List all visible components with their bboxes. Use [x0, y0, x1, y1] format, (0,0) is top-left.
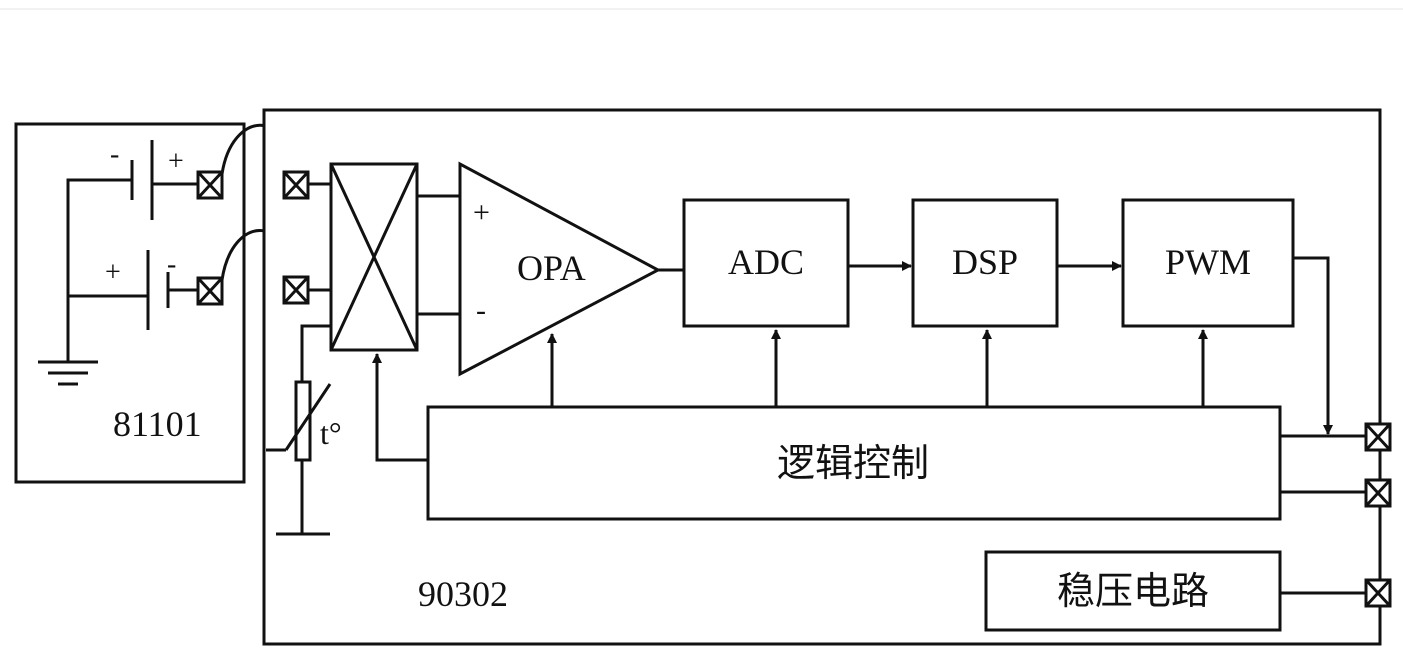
- adc-label: ADC: [728, 242, 804, 282]
- battery-top: - +: [110, 139, 198, 220]
- thermistor-wire-top: [300, 324, 331, 382]
- logic-control-block: 逻辑控制: [426, 405, 1282, 521]
- main-module: t° + - OPA ADC DSP PWM: [262, 108, 1392, 646]
- main-module-id: 90302: [418, 574, 508, 614]
- thermistor-label: t°: [320, 415, 342, 451]
- sensor-module: - + + - 81101: [14, 122, 246, 484]
- battery-top-neg-sign: -: [110, 139, 119, 170]
- logic-control-label: 逻辑控制: [777, 443, 929, 485]
- input-switch-matrix: [329, 162, 419, 352]
- sensor-wire-left: [66, 178, 132, 362]
- voltage-regulator-block: 稳压电路: [984, 550, 1282, 632]
- sensor-module-id: 81101: [113, 404, 202, 444]
- terminal-icon: [282, 170, 310, 200]
- terminal-icon: [1364, 422, 1392, 452]
- arrow-pwm-output: [1293, 256, 1333, 435]
- battery-bottom-neg-sign: -: [167, 249, 176, 280]
- battery-bottom: + -: [105, 249, 198, 330]
- opa-amplifier: + - OPA: [458, 161, 662, 377]
- opa-plus-sign: +: [473, 196, 490, 229]
- pwm-block: PWM: [1121, 198, 1295, 328]
- ground-icon: [38, 360, 98, 386]
- regulator-label: 稳压电路: [1057, 571, 1209, 613]
- dsp-block: DSP: [911, 198, 1059, 328]
- opa-minus-sign: -: [476, 294, 486, 327]
- terminal-icon: [196, 276, 224, 306]
- arrow-logic-switch: [372, 353, 428, 462]
- terminal-icon: [1364, 578, 1392, 608]
- adc-block: ADC: [682, 198, 850, 328]
- battery-top-pos-sign: +: [168, 146, 184, 177]
- terminal-icon: [1364, 478, 1392, 508]
- thermistor-icon: [294, 380, 312, 462]
- battery-bottom-pos-sign: +: [105, 257, 121, 288]
- opa-label: OPA: [517, 248, 586, 288]
- terminal-icon: [196, 170, 224, 200]
- terminal-icon: [282, 275, 310, 305]
- dsp-label: DSP: [952, 242, 1018, 282]
- thermistor-slash: [284, 383, 332, 451]
- pwm-label: PWM: [1165, 242, 1251, 282]
